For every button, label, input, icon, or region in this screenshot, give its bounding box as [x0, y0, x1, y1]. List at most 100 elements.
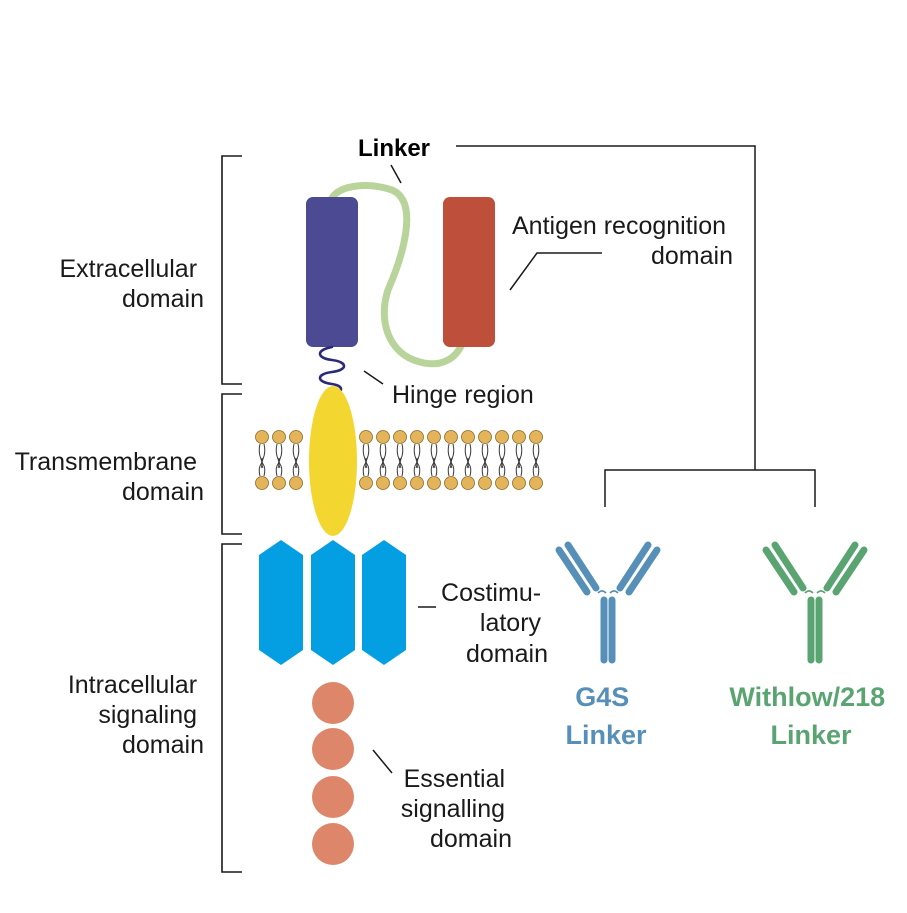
hinge-leader: [363, 370, 384, 385]
transmembrane-bracket: [221, 393, 242, 535]
lipid-tail: [416, 443, 421, 469]
lipid-head: [410, 430, 424, 444]
lipid-tails: [258, 443, 266, 477]
lipid-bilayer: [255, 430, 543, 490]
lipid-tail: [450, 457, 455, 477]
extracellular-label-line1: Extracellular: [59, 255, 197, 283]
lipid-tail: [484, 443, 489, 469]
lipid-tails: [481, 443, 489, 477]
essential-leader: [372, 749, 393, 774]
lipid-tails: [447, 443, 455, 477]
itam-circle-3: [312, 776, 354, 818]
extracellular-label: Extracellular domain: [59, 255, 204, 313]
lipid-tail: [535, 443, 540, 469]
costim-hex-2: [311, 540, 355, 665]
withlow-label-line1: Withlow/218: [729, 682, 885, 712]
linker-leader: [390, 164, 402, 184]
lipid-head: [529, 476, 543, 490]
costim-label-line1: Costimu-: [441, 579, 541, 607]
heavy-chain-arm: [616, 541, 652, 592]
antigen-label-line1: Antigen recognition: [512, 212, 726, 240]
lipid-head: [478, 476, 492, 490]
antigen-leader: [509, 252, 602, 291]
antigen-recognition-label: Antigen recognition domain: [512, 212, 733, 270]
lipid-tails: [362, 443, 370, 477]
lipid-head: [478, 430, 492, 444]
lipid-tail: [535, 457, 540, 477]
lipid-head: [461, 430, 475, 444]
disulfide-bond: [609, 590, 619, 594]
lipid-tail: [365, 443, 370, 469]
lipid-tails: [515, 443, 523, 477]
withlow-antibody-icon: [762, 541, 868, 664]
costimulatory-domains: [259, 540, 406, 665]
intracellular-bracket: [221, 543, 242, 873]
lipid-head: [529, 430, 543, 444]
essential-label-line3: domain: [430, 825, 512, 853]
hinge-region-label: Hinge region: [392, 381, 534, 409]
heavy-chain-arm: [771, 541, 807, 592]
intracellular-label: Intracellular signaling domain: [68, 671, 204, 759]
intracellular-label-line2: signaling: [98, 701, 197, 729]
intracellular-label-line3: domain: [122, 731, 204, 759]
lipid-tail: [501, 443, 506, 469]
lipid-tail: [518, 457, 523, 477]
costim-label-line2: latory: [480, 609, 542, 637]
essential-signalling-domains: [312, 682, 354, 865]
lipid-head: [495, 430, 509, 444]
essential-signalling-label: Essential signalling domain: [401, 765, 512, 853]
heavy-chain-arm: [823, 541, 859, 592]
lipid-tail: [295, 457, 300, 477]
transmembrane-domain: [309, 386, 357, 536]
lipid-tail: [278, 457, 283, 477]
lipid-tail: [484, 457, 489, 477]
heavy-chain-arm: [564, 541, 600, 592]
lipid-tails: [292, 443, 300, 477]
lipid-tail: [399, 443, 404, 469]
lipid-head: [359, 430, 373, 444]
costim-hex-3: [362, 540, 406, 665]
extracellular-label-line2: domain: [122, 285, 204, 313]
lipid-tail: [278, 443, 283, 469]
lipid-tail: [433, 443, 438, 469]
lipid-head: [427, 476, 441, 490]
costimulatory-label: Costimu- latory domain: [441, 579, 548, 668]
lipid-head: [444, 430, 458, 444]
lipid-tails: [413, 443, 421, 477]
linker-peptide: [328, 182, 466, 368]
withlow-label-line2: Linker: [770, 720, 852, 750]
g4s-label-line1: G4S: [575, 682, 629, 712]
itam-circle-2: [312, 728, 354, 770]
lipid-head: [393, 430, 407, 444]
lipid-head: [393, 476, 407, 490]
lipid-tail: [467, 443, 472, 469]
lipid-tails: [379, 443, 387, 477]
costim-hex-1: [259, 540, 303, 665]
g4s-antibody-icon: [555, 541, 661, 664]
lipid-head: [410, 476, 424, 490]
lipid-head: [495, 476, 509, 490]
costim-label-line3: domain: [466, 640, 548, 668]
lipid-head: [359, 476, 373, 490]
vh-domain: [306, 197, 358, 347]
lipid-head: [289, 476, 303, 490]
hinge-squiggle: [318, 345, 346, 396]
lipid-tail: [295, 443, 300, 469]
itam-circle-4: [312, 823, 354, 865]
disulfide-bond: [597, 590, 607, 594]
light-chain-arm: [555, 546, 591, 596]
lipid-tails: [275, 443, 283, 477]
lipid-tails: [396, 443, 404, 477]
intracellular-label-line1: Intracellular: [68, 671, 197, 699]
lipid-tail: [365, 457, 370, 477]
lipid-tails: [498, 443, 506, 477]
lipid-head: [255, 476, 269, 490]
lipid-head: [444, 476, 458, 490]
domain-brackets: [221, 155, 242, 873]
lipid-head: [461, 476, 475, 490]
light-chain-arm: [625, 546, 661, 596]
linker-label: Linker: [358, 135, 430, 162]
lipid-head: [512, 476, 526, 490]
lipid-tail: [261, 443, 266, 469]
